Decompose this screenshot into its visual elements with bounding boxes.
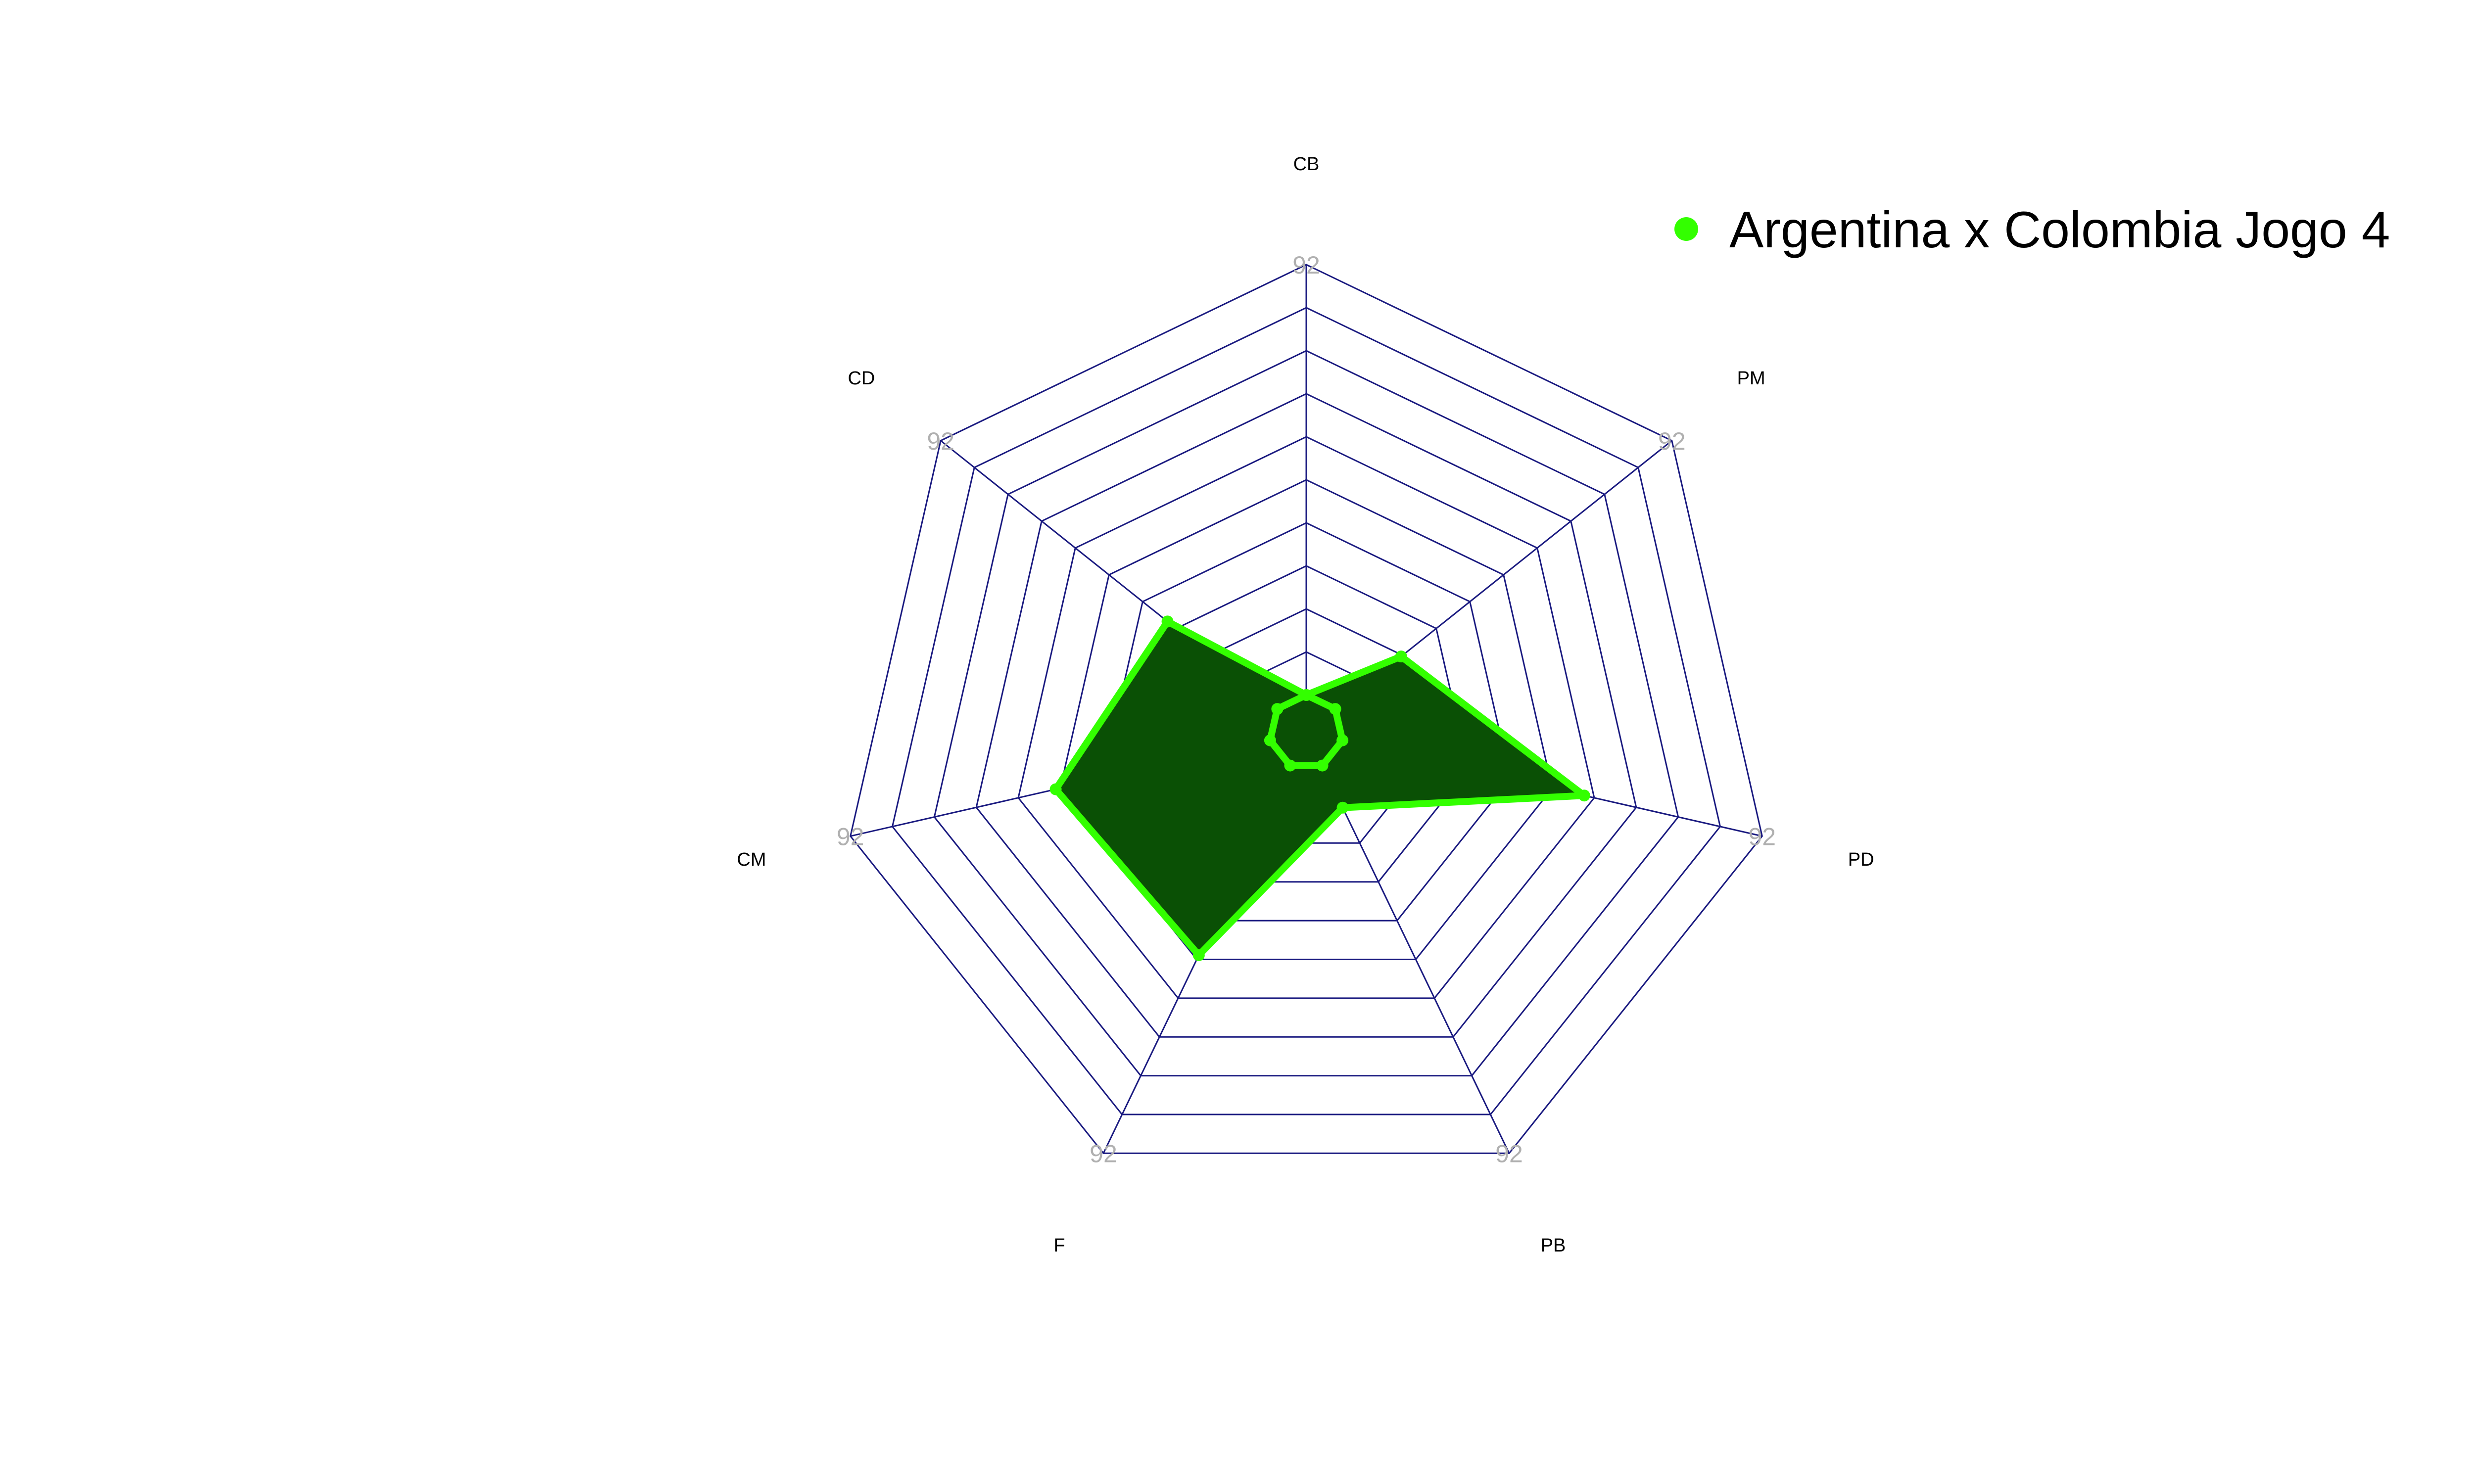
axis-label: CD [848,368,875,389]
axis-max-label: 92 [837,823,864,850]
axis-label: PM [1737,368,1765,389]
series-point [1192,949,1205,961]
legend-label: Argentina x Colombia Jogo 4 [1729,201,2390,259]
axis-max-label: 92 [1658,427,1686,455]
series-point [1284,759,1296,772]
grid-spoke [1322,765,1510,1154]
axis-max-label: 92 [1292,251,1320,279]
series-area [1052,618,1588,959]
series-layer [1049,615,1590,961]
series-point [1336,801,1349,814]
grid-ring [891,307,1721,1115]
legend: Argentina x Colombia Jogo 4 [1674,201,2390,259]
axis-label: PB [1541,1235,1566,1256]
grid-ring [1059,479,1553,960]
axis-max-label: 92 [927,427,954,455]
series-point [1271,703,1284,715]
grid-ring [975,393,1637,1038]
axis-label: CM [737,849,766,870]
grid-ring [933,350,1679,1077]
series-point [1336,734,1349,746]
grid-ring [1017,436,1595,999]
series-point [1264,734,1276,746]
axis-max-labels: 92 92 92 92 92 92 92 [837,251,1776,1167]
series-point [1316,759,1329,772]
grid-ring [850,264,1763,1154]
grid-ring [1101,522,1512,922]
axis-max-label: 92 [1090,1140,1117,1167]
axis-label: F [1053,1235,1065,1256]
series-point [1300,689,1312,701]
legend-marker [1674,217,1698,241]
series-point [1578,789,1590,802]
axis-max-label: 92 [1495,1140,1523,1167]
axis-label: CB [1293,154,1320,175]
axis-label: PD [1848,849,1874,870]
axis-max-label: 92 [1748,823,1776,850]
series-point [1161,615,1174,628]
axis-labels: CB PM PD PB F CM CD [737,154,1874,1256]
series-point [1395,650,1407,663]
series-point [1049,783,1062,795]
series-point [1329,703,1341,715]
